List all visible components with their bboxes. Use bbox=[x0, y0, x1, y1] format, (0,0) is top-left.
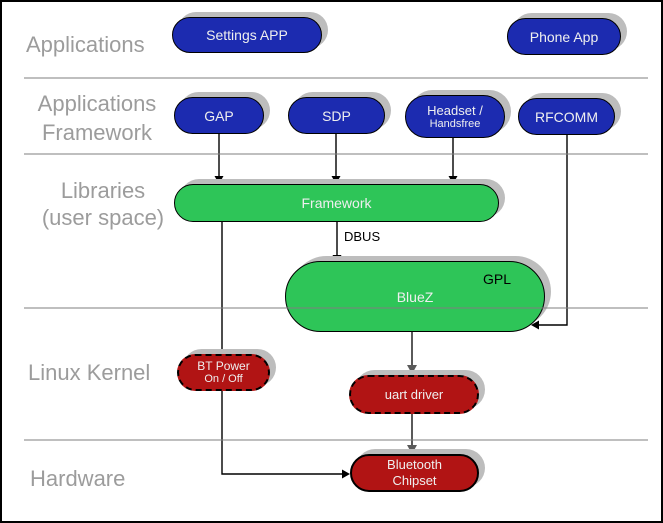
arrowhead-headset-framework bbox=[448, 176, 458, 184]
node-label: Bluetooth bbox=[387, 457, 442, 472]
node-bluetooth-chipset: Bluetooth Chipset bbox=[350, 454, 479, 492]
node-uart-driver: uart driver bbox=[349, 375, 479, 414]
node-sublabel: Handsfree bbox=[429, 117, 481, 130]
node-label: BT Power bbox=[197, 359, 250, 373]
node-label: uart driver bbox=[384, 386, 444, 402]
arrowhead-framework-chipset bbox=[342, 469, 350, 479]
node-phone-app: Phone App bbox=[507, 18, 621, 55]
node-label: BlueZ bbox=[396, 288, 434, 305]
arrowhead-bluez-uart bbox=[407, 365, 417, 374]
node-label: Headset / bbox=[427, 102, 483, 118]
arrowhead-sdp-framework bbox=[331, 176, 341, 184]
arrowhead-uart-chipset bbox=[407, 445, 417, 454]
layer-label-line: Linux Kernel bbox=[28, 360, 151, 385]
arrowhead-framework-bluez-dbus bbox=[332, 255, 342, 263]
node-label: Phone App bbox=[529, 28, 599, 45]
edge-framework-chipset bbox=[221, 222, 343, 475]
node-label: Settings APP bbox=[206, 27, 288, 43]
node-bt-power: BT Power On / Off bbox=[177, 354, 270, 391]
node-sdp: SDP bbox=[288, 97, 385, 134]
layer-label-hardware: Hardware bbox=[30, 464, 125, 493]
layer-label-line: (user space) bbox=[41, 205, 165, 230]
layer-label-linux-kernel: Linux Kernel bbox=[28, 358, 150, 387]
layer-label-line: Libraries bbox=[60, 178, 146, 203]
node-rfcomm: RFCOMM bbox=[518, 98, 615, 135]
gpl-badge: GPL bbox=[483, 271, 512, 287]
node-gap: GAP bbox=[174, 97, 264, 134]
layer-label-applications: Applications bbox=[26, 30, 145, 59]
layer-label-line: Applications bbox=[26, 32, 145, 57]
arrowhead-gap-framework bbox=[214, 176, 224, 184]
node-label: RFCOMM bbox=[535, 108, 598, 125]
node-sublabel: On / Off bbox=[204, 373, 243, 385]
layer-label-libraries: Libraries (user space) bbox=[28, 177, 178, 231]
node-settings-app: Settings APP bbox=[172, 17, 322, 53]
layer-label-line: Hardware bbox=[30, 466, 126, 491]
layer-label-line: Applications bbox=[37, 91, 157, 116]
dbus-edge-label: DBUS bbox=[344, 229, 381, 244]
node-framework: Framework bbox=[174, 184, 499, 222]
layer-label-applications-framework: Applications Framework bbox=[22, 89, 172, 147]
edge-rfcomm-bluez bbox=[538, 135, 568, 326]
node-label: SDP bbox=[322, 107, 351, 124]
arrowhead-rfcomm-bluez bbox=[531, 320, 539, 330]
node-label: GAP bbox=[204, 107, 234, 124]
node-sublabel: Chipset bbox=[392, 473, 437, 488]
node-bluez: BlueZ bbox=[285, 261, 545, 332]
node-headset-handsfree: Headset / Handsfree bbox=[405, 95, 505, 138]
layer-label-line: Framework bbox=[41, 120, 152, 145]
node-label: Framework bbox=[301, 195, 372, 211]
